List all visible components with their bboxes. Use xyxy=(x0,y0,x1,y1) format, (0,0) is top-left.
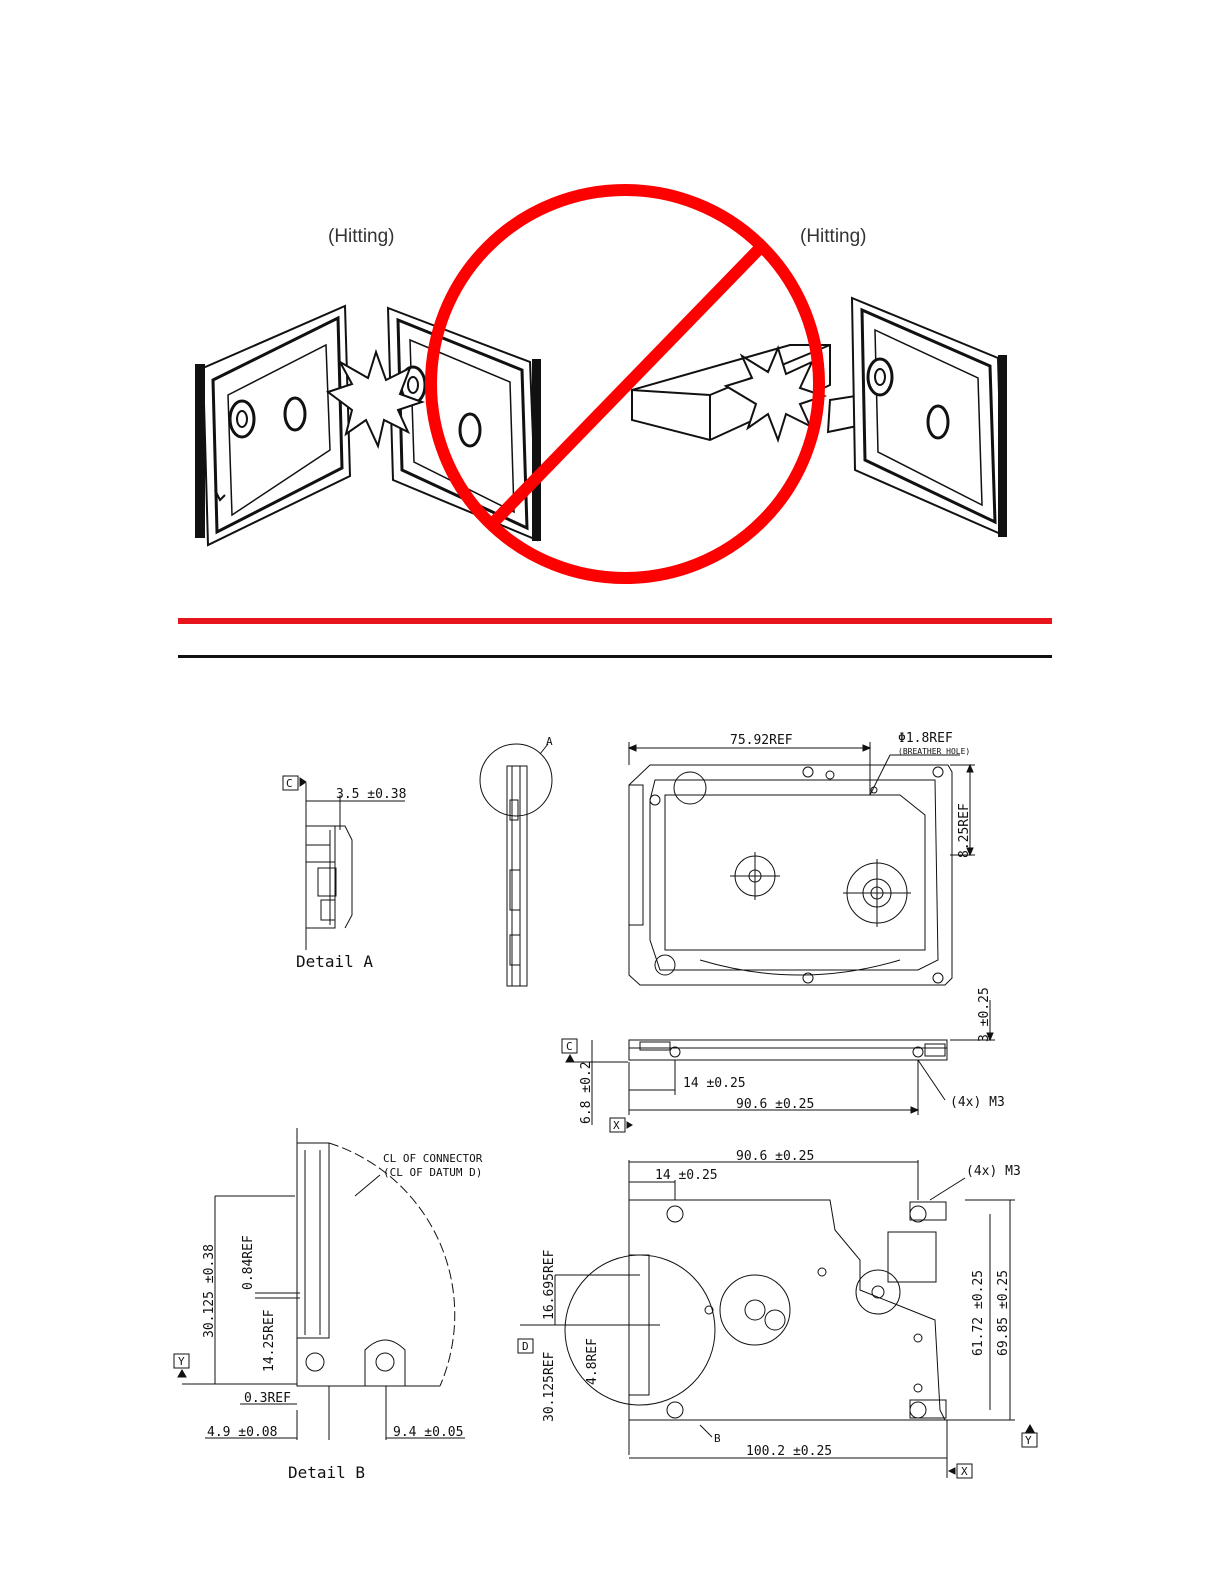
detail-b-view xyxy=(173,1128,465,1440)
dim-61-72: 61.72 ±0.25 xyxy=(971,1270,986,1356)
drive-top-view xyxy=(627,742,975,986)
dim-30-125: 30.125 ±0.38 xyxy=(202,1244,217,1338)
drive-bottom-view xyxy=(517,1160,1038,1479)
dim-0-84-ref: 0.84REF xyxy=(241,1235,256,1290)
detail-a-view xyxy=(282,775,405,950)
bottom-dim-30-125-ref: 30.125REF xyxy=(542,1351,557,1422)
drive-hitting-illustration xyxy=(195,184,1007,584)
dim-100-2: 100.2 ±0.25 xyxy=(746,1444,832,1459)
dim-75-92-ref: 75.92REF xyxy=(730,733,793,748)
hard-drive-middle xyxy=(386,306,541,542)
detail-a-title: Detail A xyxy=(296,952,373,971)
edge-screw-note: (4x) M3 xyxy=(950,1095,1005,1110)
dim-6-8: 6.8 ±0.2 xyxy=(579,1061,594,1124)
hard-drive-left xyxy=(195,304,352,547)
detail-b-datum-y: Y xyxy=(178,1355,185,1368)
bottom-dim-14: 14 ±0.25 xyxy=(655,1168,718,1183)
prohibition-symbol xyxy=(425,184,825,584)
hitting-label-right: (Hitting) xyxy=(800,226,867,247)
callout-b: B xyxy=(714,1432,721,1445)
bottom-screw-note: (4x) M3 xyxy=(966,1164,1021,1179)
dim-69-85: 69.85 ±0.25 xyxy=(996,1270,1011,1356)
dim-0-3-ref: 0.3REF xyxy=(244,1391,291,1406)
dim-16-695-ref: 16.695REF xyxy=(542,1249,557,1320)
detail-b-title: Detail B xyxy=(288,1463,365,1482)
impact-burst-left xyxy=(325,348,426,450)
red-divider xyxy=(178,618,1052,624)
dim-breather-hole: Φ1.8REF xyxy=(898,731,953,746)
edge-dim-90-6: 90.6 ±0.25 xyxy=(736,1097,814,1112)
bottom-datum-y: Y xyxy=(1025,1434,1032,1447)
detail-a-datum-c: C xyxy=(286,777,293,790)
bottom-datum-x: X xyxy=(961,1465,968,1478)
breather-hole-note: (BREATHER HOLE) xyxy=(898,747,970,756)
drive-edge-view xyxy=(561,1000,995,1133)
edge-dim-14: 14 ±0.25 xyxy=(683,1076,746,1091)
dim-9-4: 9.4 ±0.05 xyxy=(393,1425,463,1440)
dim-14-25-ref: 14.25REF xyxy=(262,1309,277,1372)
cl-of-connector: CL OF CONNECTOR xyxy=(383,1152,483,1165)
bottom-dim-90-6: 90.6 ±0.25 xyxy=(736,1149,814,1164)
hard-drive-right xyxy=(850,296,1007,537)
dim-3: 3 ±0.25 xyxy=(977,987,992,1042)
cl-of-datum-d: (CL OF DATUM D) xyxy=(383,1166,482,1179)
black-divider xyxy=(178,655,1052,658)
detail-a-dim-thickness: 3.5 ±0.38 xyxy=(336,787,406,802)
dim-4-8-ref: 4.8REF xyxy=(585,1338,600,1385)
datum-d: D xyxy=(522,1340,529,1353)
edge-datum-x: X xyxy=(613,1119,620,1132)
dim-8-25-ref: 8.25REF xyxy=(957,803,972,858)
callout-a: A xyxy=(546,735,553,748)
dim-4-9: 4.9 ±0.08 xyxy=(207,1425,277,1440)
hitting-label-left: (Hitting) xyxy=(328,226,395,247)
side-view xyxy=(479,743,553,987)
edge-datum-c: C xyxy=(566,1040,573,1053)
